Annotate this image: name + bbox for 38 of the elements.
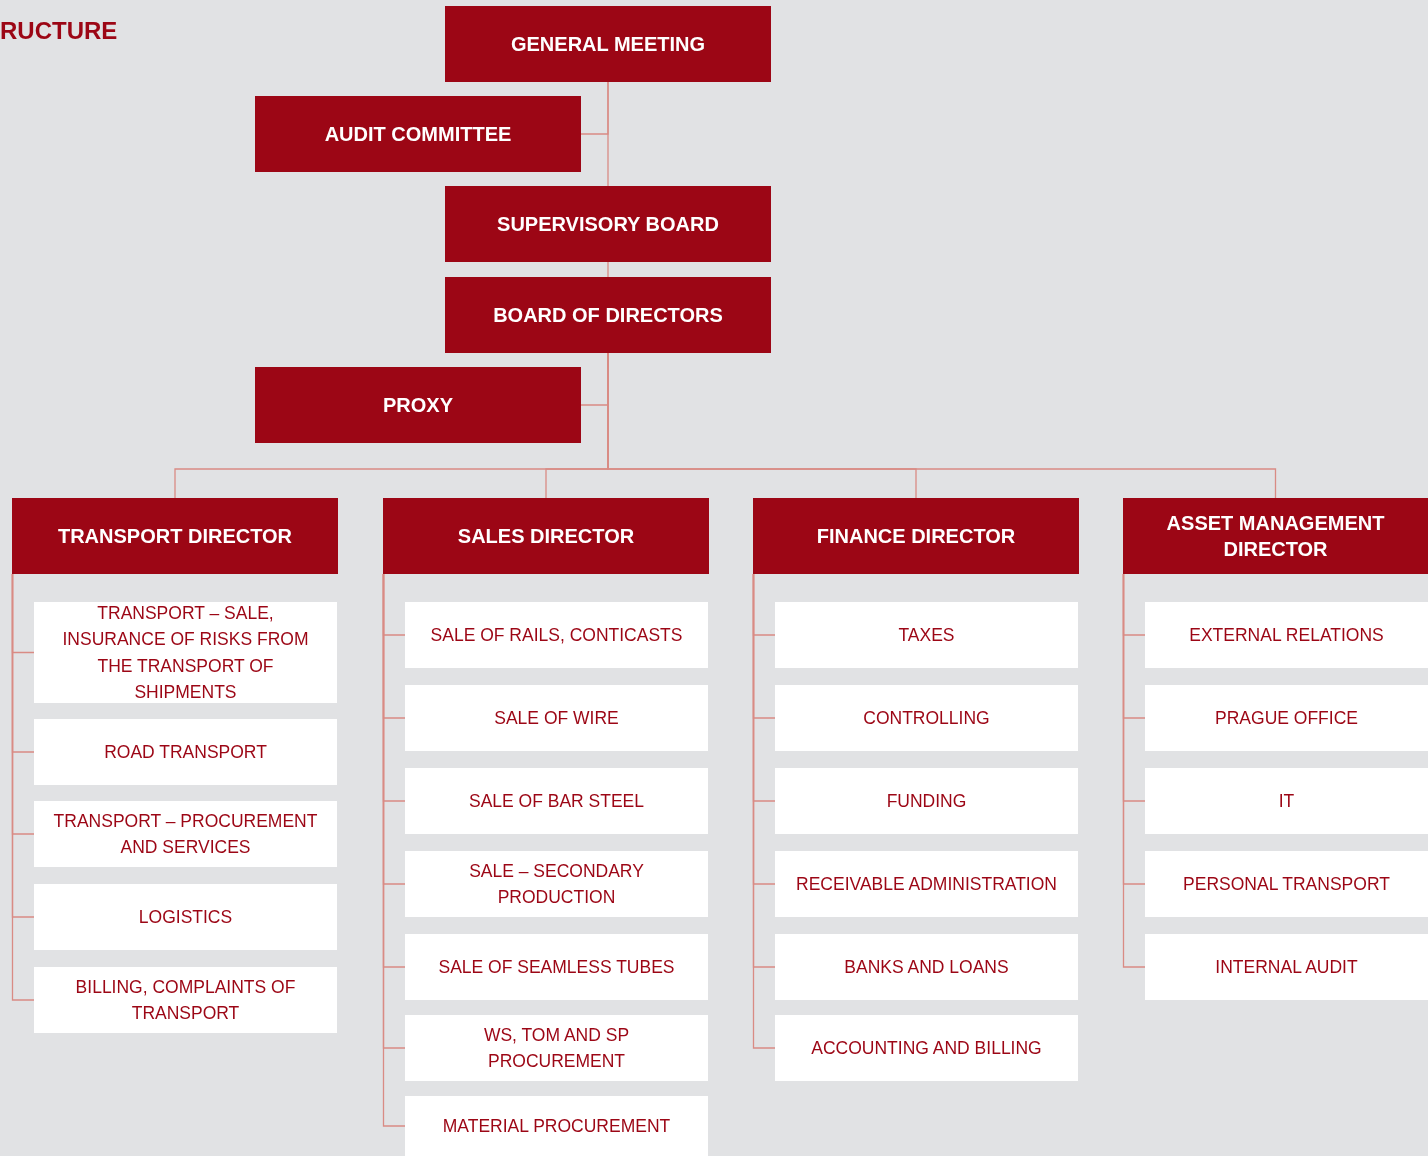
department-box: TAXES bbox=[775, 602, 1078, 668]
department-box: TRANSPORT – PROCUREMENT AND SERVICES bbox=[34, 801, 337, 867]
department-box: EXTERNAL RELATIONS bbox=[1145, 602, 1428, 668]
connector-line bbox=[752, 573, 776, 1049]
department-box: WS, TOM AND SP PROCUREMENT bbox=[405, 1015, 708, 1081]
org-unit-box: AUDIT COMMITTEE bbox=[255, 96, 581, 172]
department-box: ROAD TRANSPORT bbox=[34, 719, 337, 785]
org-unit-box: FINANCE DIRECTOR bbox=[753, 498, 1079, 574]
department-box: PERSONAL TRANSPORT bbox=[1145, 851, 1428, 917]
department-box: SALE OF WIRE bbox=[405, 685, 708, 751]
org-unit-box: BOARD OF DIRECTORS bbox=[445, 277, 771, 353]
department-box: RECEIVABLE ADMINISTRATION bbox=[775, 851, 1078, 917]
org-unit-box: ASSET MANAGEMENT DIRECTOR bbox=[1123, 498, 1428, 574]
connector-line bbox=[607, 261, 609, 278]
department-box: SALE – SECONDARY PRODUCTION bbox=[405, 851, 708, 917]
org-unit-box: SALES DIRECTOR bbox=[383, 498, 709, 574]
department-box: LOGISTICS bbox=[34, 884, 337, 950]
department-box: BANKS AND LOANS bbox=[775, 934, 1078, 1000]
org-unit-box: SUPERVISORY BOARD bbox=[445, 186, 771, 262]
department-box: PRAGUE OFFICE bbox=[1145, 685, 1428, 751]
department-box: IT bbox=[1145, 768, 1428, 834]
department-box: ACCOUNTING AND BILLING bbox=[775, 1015, 1078, 1081]
org-unit-box: TRANSPORT DIRECTOR bbox=[12, 498, 338, 574]
org-unit-box: GENERAL MEETING bbox=[445, 6, 771, 82]
department-box: BILLING, COMPLAINTS OF TRANSPORT bbox=[34, 967, 337, 1033]
department-box: INTERNAL AUDIT bbox=[1145, 934, 1428, 1000]
connector-line bbox=[607, 81, 609, 187]
page-heading: RUCTURE bbox=[0, 17, 118, 45]
org-unit-box: PROXY bbox=[255, 367, 581, 443]
connector-line bbox=[11, 573, 35, 1001]
department-box: CONTROLLING bbox=[775, 685, 1078, 751]
department-box: SALE OF SEAMLESS TUBES bbox=[405, 934, 708, 1000]
department-box: MATERIAL PROCUREMENT bbox=[405, 1096, 708, 1156]
connector-line bbox=[1122, 573, 1146, 968]
department-box: SALE OF RAILS, CONTICASTS bbox=[405, 602, 708, 668]
department-box: FUNDING bbox=[775, 768, 1078, 834]
department-box: TRANSPORT – SALE, INSURANCE OF RISKS FROM THE TRANSPORT OF SHIPMENTS bbox=[34, 602, 337, 703]
department-box: SALE OF BAR STEEL bbox=[405, 768, 708, 834]
